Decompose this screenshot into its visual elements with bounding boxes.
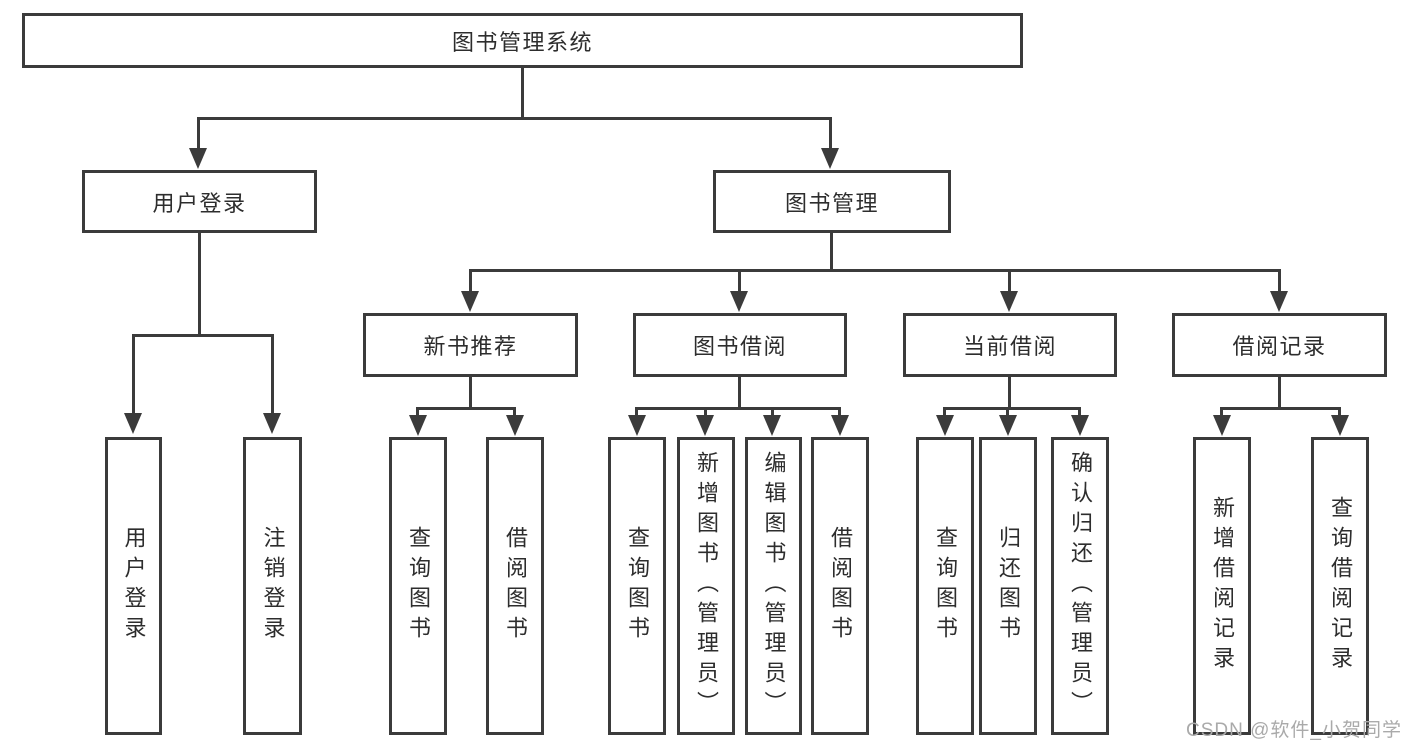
arrow-down-icon <box>409 415 427 436</box>
leaf-return-books-label: 归还图书 <box>996 526 1021 646</box>
node-book-borrow: 图书借阅 <box>633 313 847 377</box>
leaf-recommend-query-books-label: 查询图书 <box>406 526 431 646</box>
leaf-confirm-return-admin: 确认归还（管理员） <box>1051 437 1109 735</box>
node-new-book-recommend-label: 新书推荐 <box>423 334 518 359</box>
connector-new-book-recommend-stem <box>469 375 472 409</box>
connector-leaf-stub <box>1220 407 1223 419</box>
node-current-borrow-label: 当前借阅 <box>962 334 1057 359</box>
connector-leaf-stub <box>513 407 516 419</box>
connector-to-new-book-recommend <box>469 269 472 294</box>
arrow-down-icon <box>936 415 954 436</box>
arrow-down-icon <box>506 415 524 436</box>
arrow-down-icon <box>189 148 207 169</box>
connector-new-book-recommend-split <box>416 407 516 410</box>
connector-to-leaf-logout <box>271 334 274 416</box>
connector-borrow-records-split <box>1220 407 1341 410</box>
leaf-user-login-label: 用户登录 <box>121 526 147 646</box>
connector-to-current-borrow <box>1008 269 1011 294</box>
arrow-down-icon <box>1213 415 1231 436</box>
arrow-down-icon <box>263 413 281 434</box>
leaf-query-borrow-record: 查询借阅记录 <box>1311 437 1369 735</box>
leaf-current-query-books-label: 查询图书 <box>933 526 958 646</box>
connector-leaf-stub <box>1338 407 1341 419</box>
leaf-recommend-borrow-books: 借阅图书 <box>486 437 544 735</box>
connector-leaf-stub <box>704 407 707 419</box>
leaf-return-books: 归还图书 <box>979 437 1037 735</box>
leaf-current-query-books: 查询图书 <box>916 437 974 735</box>
node-root-label: 图书管理系统 <box>451 29 593 55</box>
leaf-borrow-query-books: 查询图书 <box>608 437 666 735</box>
connector-book-management-split <box>469 269 1281 272</box>
arrow-down-icon <box>831 415 849 436</box>
connector-user-login-stem <box>198 231 201 336</box>
connector-current-borrow-split <box>943 407 1081 410</box>
connector-root-to-book-management <box>829 117 832 152</box>
arrow-down-icon <box>763 415 781 436</box>
node-current-borrow: 当前借阅 <box>903 313 1117 377</box>
connector-root-trunk <box>521 66 524 119</box>
connector-current-borrow-stem <box>1008 375 1011 409</box>
leaf-borrow-books-label: 借阅图书 <box>828 526 853 646</box>
leaf-add-borrow-record: 新增借阅记录 <box>1193 437 1251 735</box>
leaf-borrow-books: 借阅图书 <box>811 437 869 735</box>
leaf-logout-label: 注销登录 <box>260 526 286 646</box>
leaf-confirm-return-admin-label: 确认归还（管理员） <box>1068 451 1093 721</box>
node-new-book-recommend: 新书推荐 <box>363 313 578 377</box>
connector-leaf-stub <box>1006 407 1009 419</box>
connector-leaf-stub <box>771 407 774 419</box>
arrow-down-icon <box>1071 415 1089 436</box>
leaf-borrow-query-books-label: 查询图书 <box>625 526 650 646</box>
arrow-down-icon <box>1331 415 1349 436</box>
arrow-down-icon <box>628 415 646 436</box>
leaf-add-books-admin: 新增图书（管理员） <box>677 437 735 735</box>
connector-leaf-stub <box>1078 407 1081 419</box>
arrow-down-icon <box>821 148 839 169</box>
connector-leaf-stub <box>943 407 946 419</box>
node-user-login: 用户登录 <box>82 170 317 233</box>
leaf-query-borrow-record-label: 查询借阅记录 <box>1328 496 1353 676</box>
leaf-edit-books-admin-label: 编辑图书（管理员） <box>761 451 787 721</box>
arrow-down-icon <box>461 291 479 312</box>
arrow-down-icon <box>1270 291 1288 312</box>
connector-borrow-records-stem <box>1278 375 1281 409</box>
leaf-user-login: 用户登录 <box>105 437 162 735</box>
csdn-watermark: CSDN @软件_小贺同学 <box>1186 720 1402 741</box>
connector-book-management-stem <box>830 231 833 271</box>
arrow-down-icon <box>1000 291 1018 312</box>
node-book-borrow-label: 图书借阅 <box>692 334 787 359</box>
arrow-down-icon <box>730 291 748 312</box>
node-borrow-records: 借阅记录 <box>1172 313 1387 377</box>
arrow-down-icon <box>124 413 142 434</box>
node-borrow-records-label: 借阅记录 <box>1232 334 1327 359</box>
node-book-management: 图书管理 <box>713 170 951 233</box>
leaf-edit-books-admin: 编辑图书（管理员） <box>745 437 802 735</box>
arrow-down-icon <box>999 415 1017 436</box>
connector-root-split <box>197 117 832 120</box>
connector-book-borrow-split <box>635 407 841 410</box>
leaf-logout: 注销登录 <box>243 437 302 735</box>
connector-root-to-user-login <box>197 117 200 152</box>
leaf-add-books-admin-label: 新增图书（管理员） <box>694 451 719 721</box>
leaf-recommend-query-books: 查询图书 <box>389 437 447 735</box>
node-user-login-label: 用户登录 <box>152 190 247 216</box>
arrow-down-icon <box>696 415 714 436</box>
leaf-add-borrow-record-label: 新增借阅记录 <box>1210 496 1235 676</box>
connector-leaf-stub <box>635 407 638 419</box>
connector-book-borrow-stem <box>738 375 741 409</box>
connector-to-leaf-user-login <box>132 334 135 416</box>
connector-to-borrow-records <box>1278 269 1281 294</box>
connector-leaf-stub <box>416 407 419 419</box>
node-root: 图书管理系统 <box>22 13 1023 68</box>
connector-to-book-borrow <box>738 269 741 294</box>
connector-user-login-split <box>132 334 274 337</box>
connector-leaf-stub <box>838 407 841 419</box>
leaf-recommend-borrow-books-label: 借阅图书 <box>503 526 528 646</box>
node-book-management-label: 图书管理 <box>784 190 879 216</box>
